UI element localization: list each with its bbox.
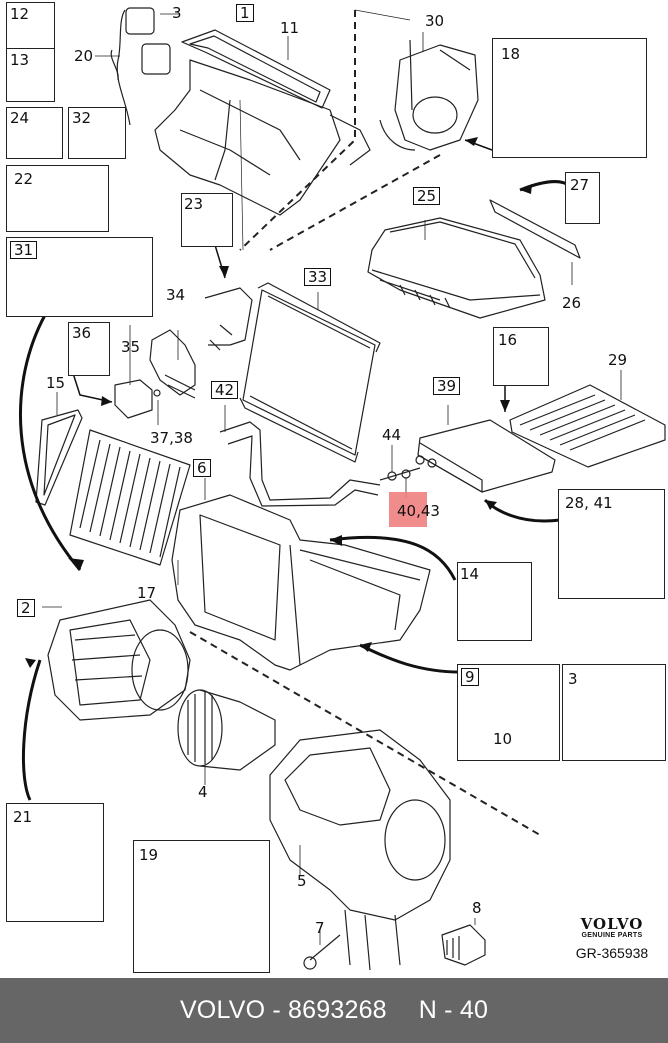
callout-3-inset: 3 [568,670,578,688]
callout-11: 11 [280,19,300,37]
brand-block: VOLVO GENUINE PARTS GR-365938 [562,915,662,961]
callout-36: 36 [72,324,92,342]
inset-part-23: 23 [181,193,233,247]
callout-37-38: 37,38 [150,429,193,447]
intake-housing-part [269,729,451,971]
heater-core-part [239,282,381,463]
inset-part-22: 22 [6,165,109,232]
diagram-reference-code: GR-365938 [575,945,649,961]
parts-diagram: 12 13 24 32 22 31 36 23 18 27 16 28, 41 … [6,2,666,973]
callout-6: 6 [193,459,211,477]
callout-4: 4 [198,783,208,801]
blower-resistor-part [441,924,486,966]
arrow-9-to-6 [359,643,461,674]
callout-15: 15 [46,374,66,392]
inset-part-21: 21 [6,803,104,922]
upper-housing-part [154,29,371,216]
bracket-part [149,329,196,399]
inset-part-3: 3 [562,664,666,761]
callout-29: 29 [608,351,628,369]
inset-part-16: 16 [493,327,549,386]
footer-bar: VOLVO - 8693268 N - 40 [0,978,668,1043]
arrow-2-to-21 [21,659,42,801]
callout-7: 7 [315,919,325,937]
inset-part-19: 19 [133,840,270,973]
callout-40: 40, [397,502,421,520]
callout-5: 5 [297,872,307,890]
blower-housing-part [47,599,191,721]
evaporator-part [415,419,556,493]
callout-27: 27 [570,176,590,194]
callout-13: 13 [10,51,30,69]
callout-28-41: 28, 41 [565,494,613,512]
inset-part-18: 18 [492,38,647,158]
screw-part [303,934,341,970]
callout-14: 14 [460,565,480,583]
callout-12: 12 [10,5,30,23]
inset-part-28-41: 28, 41 [558,489,665,599]
callout-42: 42 [211,381,239,399]
callout-17: 17 [137,584,157,602]
callout-20: 20 [74,47,94,65]
filter-frame-part [35,409,83,506]
inset-part-14: 14 [457,562,532,641]
heater-pipe-part [204,287,381,507]
callout-24: 24 [10,109,30,127]
callout-39: 39 [433,377,461,395]
callout-9: 9 [461,668,479,686]
o-ring-part [379,467,421,481]
callout-16: 16 [498,331,518,349]
seal-strip-part [489,199,581,259]
mode-motor-assembly-part [379,39,479,151]
callout-44: 44 [382,426,402,444]
brand-logo: VOLVO [580,915,644,933]
callout-21: 21 [13,808,33,826]
inset-part-31: 31 [6,237,153,317]
callout-32: 32 [72,109,92,127]
inset-part-9-10: 9 10 [457,664,560,761]
footer-part-number: VOLVO - 8693268 [179,996,387,1024]
highlight-40-43 [389,492,427,527]
arrow-36-to-35 [71,369,113,403]
inset-part-36: 36 [68,322,110,376]
callout-33: 33 [304,268,332,286]
callout-30: 30 [425,12,445,30]
callout-22: 22 [14,170,34,188]
callout-35: 35 [121,338,141,356]
cabin-filter-part [69,429,191,566]
arrow-31-to-2 [19,314,82,571]
callout-40-43: 40,43 [397,503,440,519]
callout-19: 19 [139,846,159,864]
inset-part-13: 13 [6,48,55,102]
callout-2: 2 [17,599,35,617]
inset-part-32: 32 [68,107,126,159]
callout-8: 8 [472,899,482,917]
inset-part-12: 12 [6,2,55,50]
blower-motor-part [177,689,276,771]
callout-31: 31 [10,241,38,259]
actuator-part [110,7,171,126]
callout-34: 34 [166,286,186,304]
arrow-28-to-39 [483,498,561,523]
callout-25: 25 [413,187,441,205]
callout-1: 1 [236,4,254,22]
callout-18: 18 [501,45,521,63]
air-distribution-part [509,384,666,468]
inset-part-24: 24 [6,107,63,159]
callout-23: 23 [184,195,204,213]
callout-26: 26 [562,294,582,312]
brand-subtitle: GENUINE PARTS [581,932,643,939]
callout-3: 3 [172,4,182,22]
callout-43: 43 [420,502,440,520]
arrow-14-to-6 [329,535,457,581]
expansion-valve-part [114,379,161,419]
lower-housing-tray-part [367,217,546,319]
footer-position: N - 40 [418,996,489,1024]
callout-10: 10 [493,730,513,748]
inset-part-27: 27 [565,172,600,224]
